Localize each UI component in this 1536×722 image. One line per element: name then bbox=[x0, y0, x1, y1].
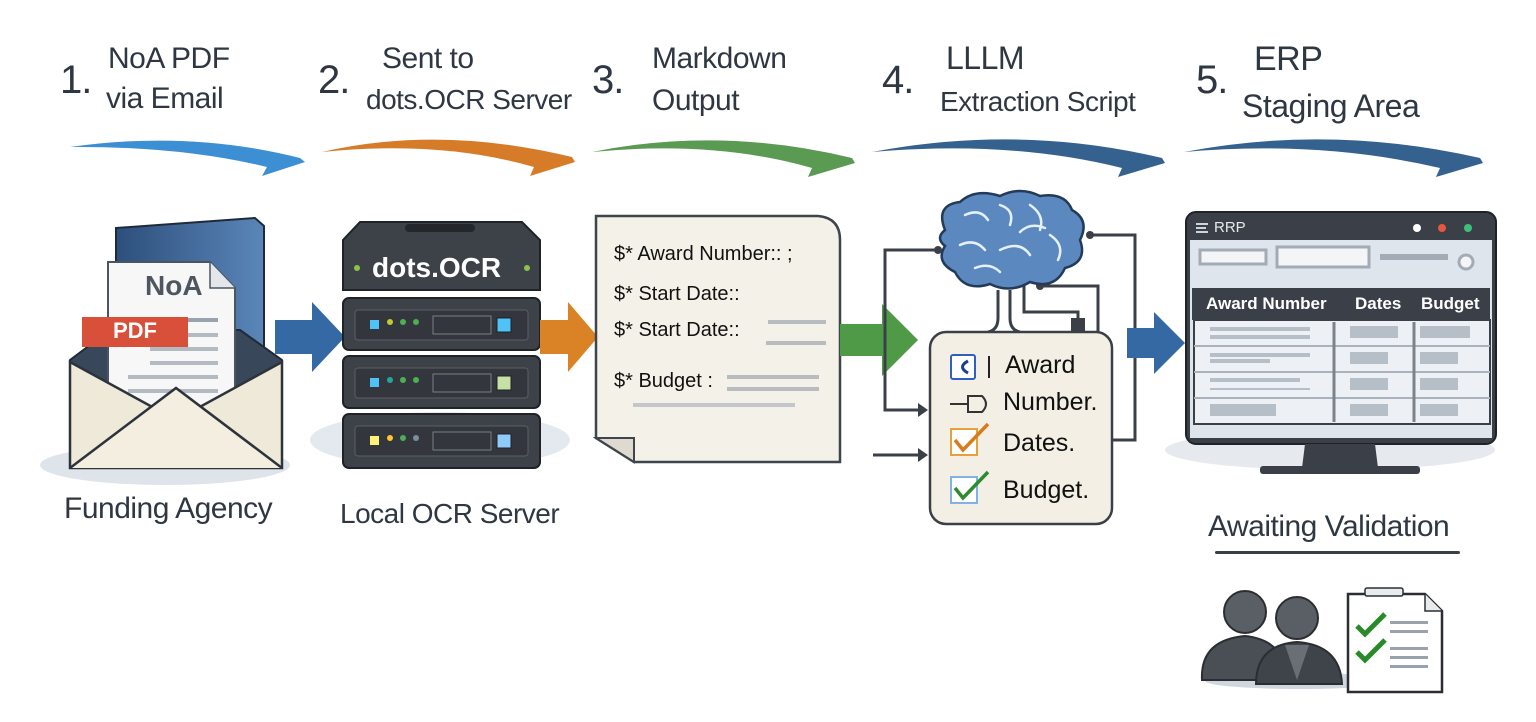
step-subtitle: dots.OCR Server bbox=[366, 84, 572, 115]
markdown-prefix: $* bbox=[614, 370, 633, 392]
validation-underline bbox=[1215, 551, 1460, 554]
markdown-line: $* Start Date:: bbox=[614, 319, 740, 342]
extraction-item: Number. bbox=[1003, 388, 1098, 416]
markdown-line: $* Award Number:: ; bbox=[614, 243, 793, 266]
checklist-clipboard-icon bbox=[1346, 587, 1444, 694]
arc-step-3 bbox=[592, 140, 855, 177]
window-dot-red bbox=[1438, 224, 1446, 232]
pdf-badge bbox=[82, 317, 188, 347]
arc-step-2 bbox=[322, 139, 575, 176]
reviewers-icon bbox=[1200, 590, 1395, 689]
step-title: LLLM bbox=[946, 40, 1025, 76]
step-number: 5. bbox=[1196, 58, 1228, 102]
server-unit bbox=[342, 297, 541, 351]
markdown-line: $* Start Date:: bbox=[614, 283, 740, 306]
markdown-prefix: $* bbox=[614, 319, 633, 341]
column-header-award-number[interactable]: Award Number bbox=[1206, 294, 1327, 313]
markdown-text: Award Number:: ; bbox=[637, 243, 793, 265]
step-title: NoA PDF bbox=[108, 42, 230, 75]
server-unit bbox=[342, 355, 541, 409]
step-title: ERP bbox=[1254, 40, 1323, 78]
brain-icon bbox=[938, 189, 1085, 290]
arc-step-5 bbox=[1184, 139, 1483, 177]
step-number: 2. bbox=[318, 58, 350, 102]
arc-step-4 bbox=[872, 139, 1165, 177]
extraction-item: Award bbox=[1005, 351, 1076, 379]
monitor-stand bbox=[1302, 444, 1378, 468]
markdown-text: Start Date:: bbox=[638, 283, 740, 305]
local-ocr-caption: Local OCR Server bbox=[340, 498, 560, 529]
step-subtitle: via Email bbox=[106, 82, 224, 115]
step-number: 3. bbox=[592, 58, 624, 102]
envelope-icon bbox=[40, 216, 290, 485]
markdown-text: Start Date:: bbox=[638, 319, 740, 341]
column-header-budget[interactable]: Budget bbox=[1421, 294, 1480, 313]
erp-window-title: RRP bbox=[1214, 219, 1246, 236]
markdown-prefix: $* bbox=[614, 283, 633, 305]
server-unit bbox=[342, 413, 541, 469]
step-number: 1. bbox=[60, 58, 92, 102]
arrow-1-to-2 bbox=[275, 302, 345, 372]
window-dot-white bbox=[1413, 224, 1421, 232]
erp-monitor-icon bbox=[1165, 211, 1497, 474]
step-arcs bbox=[70, 139, 1483, 177]
ocr-server-icon bbox=[310, 221, 570, 469]
connector-icon bbox=[950, 395, 987, 413]
extraction-item: Dates. bbox=[1003, 429, 1076, 457]
arrow-3-to-4 bbox=[840, 304, 918, 376]
arrow-4-to-5 bbox=[1127, 312, 1185, 374]
extraction-item: Budget. bbox=[1003, 476, 1090, 504]
step-subtitle: Staging Area bbox=[1242, 88, 1420, 124]
step-subtitle: Extraction Script bbox=[940, 86, 1136, 117]
document-title: NoA bbox=[145, 270, 203, 301]
arrow-2-to-3 bbox=[540, 302, 598, 372]
step-number: 4. bbox=[882, 58, 914, 102]
column-header-dates[interactable]: Dates bbox=[1355, 294, 1402, 313]
step-title: Sent to bbox=[382, 42, 474, 75]
server-label: dots.OCR bbox=[372, 252, 502, 283]
pdf-badge-label: PDF bbox=[113, 318, 157, 343]
markdown-document-icon bbox=[592, 214, 842, 464]
step-subtitle: Output bbox=[652, 84, 740, 117]
window-dot-green bbox=[1464, 224, 1472, 232]
awaiting-validation-caption: Awaiting Validation bbox=[1208, 510, 1450, 543]
extraction-panel bbox=[928, 330, 1114, 526]
markdown-prefix: $* bbox=[614, 243, 633, 265]
arc-step-1 bbox=[70, 140, 305, 176]
funding-agency-caption: Funding Agency bbox=[64, 492, 273, 525]
step-title: Markdown bbox=[652, 42, 787, 75]
markdown-text: Budget : bbox=[638, 370, 713, 392]
markdown-line: $* Budget : bbox=[614, 370, 713, 393]
